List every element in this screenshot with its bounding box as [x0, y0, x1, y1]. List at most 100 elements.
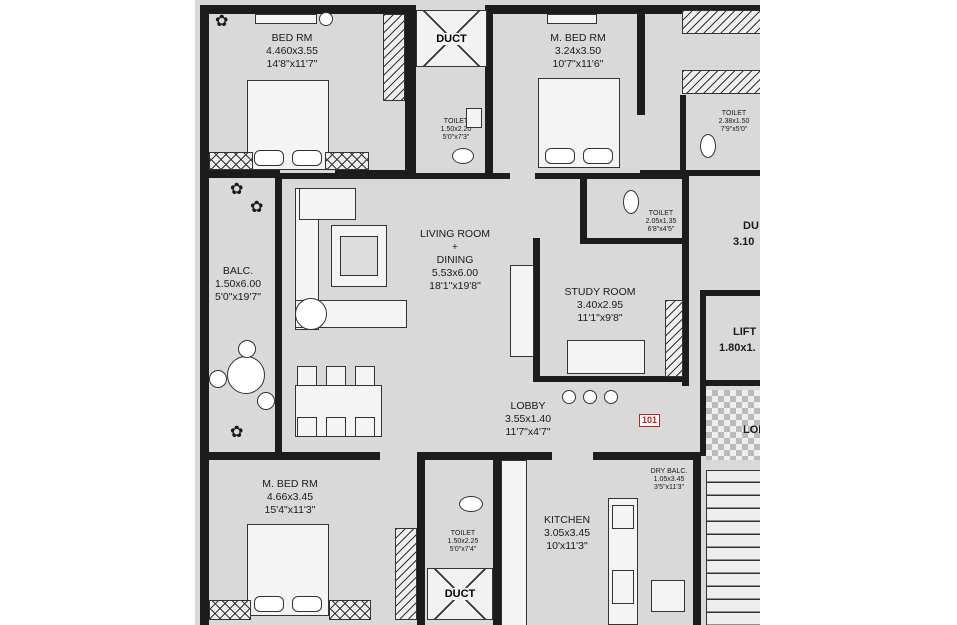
bed-rm-label: BED RM 4.460x3.55 14'8"x11'7"	[266, 32, 318, 71]
wall-top-left	[200, 5, 413, 14]
pillow	[292, 150, 322, 166]
wall-mbed2-right	[417, 455, 425, 625]
coffee-table-top	[340, 236, 378, 276]
study-couch	[567, 340, 645, 374]
chair-icon	[257, 392, 275, 410]
duct-label: DUCT	[434, 32, 469, 45]
room-size: 2.05x1.35	[645, 218, 677, 225]
toilet-bottom: TOILET 1.50x2.25 5'0"x7'4"	[425, 490, 493, 565]
armchair	[299, 188, 356, 220]
room-size: 3.55x1.40	[504, 413, 552, 425]
washing-machine-icon	[651, 580, 685, 612]
plant-icon: ✿	[250, 199, 264, 216]
toilet-label: TOILET 1.50x2.20 5'0"x7'3"	[441, 118, 472, 142]
wc-icon	[452, 148, 474, 164]
room-size: 1.80x1.	[719, 342, 756, 354]
dining-chair	[326, 366, 346, 386]
wardrobe-hatch	[383, 14, 405, 101]
lift-size: 1.80x1.	[719, 342, 756, 354]
room-name: STUDY ROOM	[564, 286, 636, 298]
room-size: 1.50x2.20	[440, 126, 472, 133]
room-name: LOBBY	[510, 400, 546, 412]
stool-icon	[604, 390, 618, 404]
tv-unit	[510, 265, 534, 357]
wc-icon	[459, 496, 483, 512]
room-size-imperial: 11'1"x9'8"	[577, 312, 623, 324]
toilet-top-right: TOILET 2.38x1.50 7'9"x5'0"	[686, 100, 760, 170]
room-size-imperial: 10'7"x11'6"	[552, 58, 604, 70]
staircase	[706, 470, 760, 625]
wall-lower-top	[200, 452, 380, 460]
bedside-lamp-icon	[319, 12, 333, 26]
study-label: STUDY ROOM 3.40x2.95 11'1"x9'8"	[565, 286, 636, 325]
stool-icon	[583, 390, 597, 404]
wc-icon	[700, 134, 716, 158]
stool-icon	[562, 390, 576, 404]
bed	[538, 78, 620, 168]
room-size-imperial: 3'5"x11'3"	[653, 484, 685, 491]
wall-lift-top	[700, 290, 760, 296]
wall-lift-left	[700, 290, 706, 386]
dining-chair	[355, 366, 375, 386]
toilet-mid: TOILET 2.05x1.35 6'8"x4'5"	[587, 178, 681, 238]
dining-chair	[355, 417, 375, 437]
duct-top: DUCT	[416, 10, 487, 67]
dining-chair	[326, 417, 346, 437]
wall-study-right	[682, 176, 689, 386]
washbasin-icon	[466, 108, 482, 128]
wall-study-left	[533, 238, 540, 378]
m-bed-rm-bottom-label: M. BED RM 4.66x3.45 15'4"x11'3"	[262, 478, 317, 517]
wall-top-right	[490, 5, 760, 14]
room-size: 3.05x3.45	[543, 527, 591, 539]
duct-bottom: DUCT	[427, 568, 493, 620]
room-size-imperial: 6'8"x4'5"	[647, 226, 675, 233]
wardrobe-hatch	[665, 300, 683, 377]
kitchen-label: KITCHEN 3.05x3.45 10'x11'3"	[544, 514, 590, 553]
room-name: TOILET	[450, 530, 476, 537]
bed	[247, 80, 329, 170]
room-size-imperial: 10'x11'3"	[546, 540, 588, 552]
wardrobe	[547, 14, 597, 24]
lift-label: LIFT	[733, 326, 756, 338]
chair-icon	[209, 370, 227, 388]
room-size: 3.40x2.95	[576, 299, 624, 311]
wall-toilet-tr-bottom	[640, 170, 760, 176]
room-name: BED RM	[271, 32, 313, 44]
room-size-imperial: 14'8"x11'7"	[266, 58, 318, 70]
room-size-imperial: 5'0"x7'4"	[449, 546, 477, 553]
wall-bedroom-right	[405, 5, 413, 175]
room-size: 1.50x6.00	[214, 278, 262, 290]
bed	[247, 524, 329, 616]
du-size: 3.10	[733, 236, 754, 248]
wall-kitchen-right	[693, 452, 701, 625]
plant-icon: ✿	[230, 424, 244, 441]
room-size-imperial: 5'0"x7'3"	[442, 134, 470, 141]
balc-label: BALC. 1.50x6.00 5'0"x19'7"	[215, 265, 261, 304]
pillow	[254, 596, 284, 612]
duct-label: DUCT	[442, 588, 478, 600]
room-name-2: DINING	[436, 254, 474, 266]
room-name: TOILET	[648, 210, 674, 217]
lobby-label: LOBBY 3.55x1.40 11'7"x4'7"	[505, 400, 551, 439]
plus: +	[451, 241, 459, 253]
room-size: 1.50x2.25	[447, 538, 479, 545]
wall-mbed-right	[637, 5, 645, 115]
living-label: LIVING ROOM + DINING 5.53x6.00 18'1"x19'…	[420, 228, 490, 293]
room-name: M. BED RM	[262, 478, 318, 490]
wall-duct-left	[410, 5, 416, 175]
floor-plan: ✿ BED RM 4.460x3.55 14'8"x11'7" DUCT TOI…	[195, 0, 760, 625]
window-sill	[329, 600, 371, 620]
room-name: M. BED RM	[550, 32, 606, 44]
room-name: DU	[743, 220, 759, 232]
window-sill	[325, 152, 369, 170]
corner-seat-icon	[295, 298, 327, 330]
wall-lower-top-mid	[417, 452, 552, 460]
room-size-imperial: 7'9"x5'0"	[720, 126, 748, 133]
room-name: TOILET	[443, 118, 469, 125]
wc-icon	[623, 190, 639, 214]
room-size: 2.38x1.50	[718, 118, 750, 125]
m-bed-rm-top-label: M. BED RM 3.24x3.50 10'7"x11'6"	[550, 32, 605, 71]
room-size: 1.05x3.45	[653, 476, 685, 483]
wall-living-top-r	[535, 173, 685, 179]
wardrobe-hatch	[682, 10, 760, 34]
